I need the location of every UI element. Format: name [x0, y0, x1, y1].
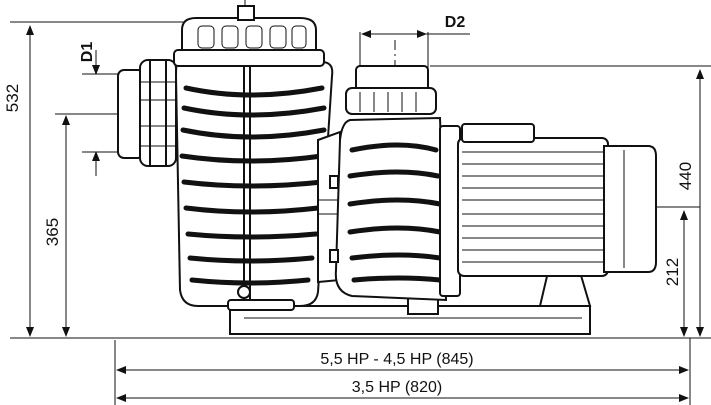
label-height-532: 532	[3, 84, 22, 112]
outlet-union-nut	[345, 87, 437, 115]
dimension-lines	[10, 21, 711, 405]
strainer-lid	[181, 17, 317, 51]
fan-cover	[603, 145, 657, 273]
label-d1: D1	[79, 42, 96, 63]
label-length-845: 5,5 HP - 4,5 HP (845)	[320, 351, 473, 368]
label-height-212: 212	[663, 258, 682, 286]
terminal-box	[461, 123, 535, 143]
motor-fins	[462, 151, 604, 263]
label-d2: D2	[445, 14, 466, 31]
label-height-365: 365	[43, 218, 62, 246]
pump-base	[229, 305, 591, 335]
label-height-440: 440	[676, 162, 695, 190]
lid-top-boss	[237, 5, 255, 21]
strainer-lid-ring	[173, 49, 325, 67]
label-length-820: 3,5 HP (820)	[352, 379, 442, 396]
drain-plug	[237, 285, 251, 299]
inlet-union-nut	[139, 59, 177, 167]
motor-body	[457, 137, 609, 277]
dimension-labels: D1 D2 532 365 440 212 5,5 HP - 4,5 HP (8…	[3, 14, 695, 396]
pump-illustration	[117, 5, 657, 335]
motor-rear-foot	[538, 271, 592, 307]
